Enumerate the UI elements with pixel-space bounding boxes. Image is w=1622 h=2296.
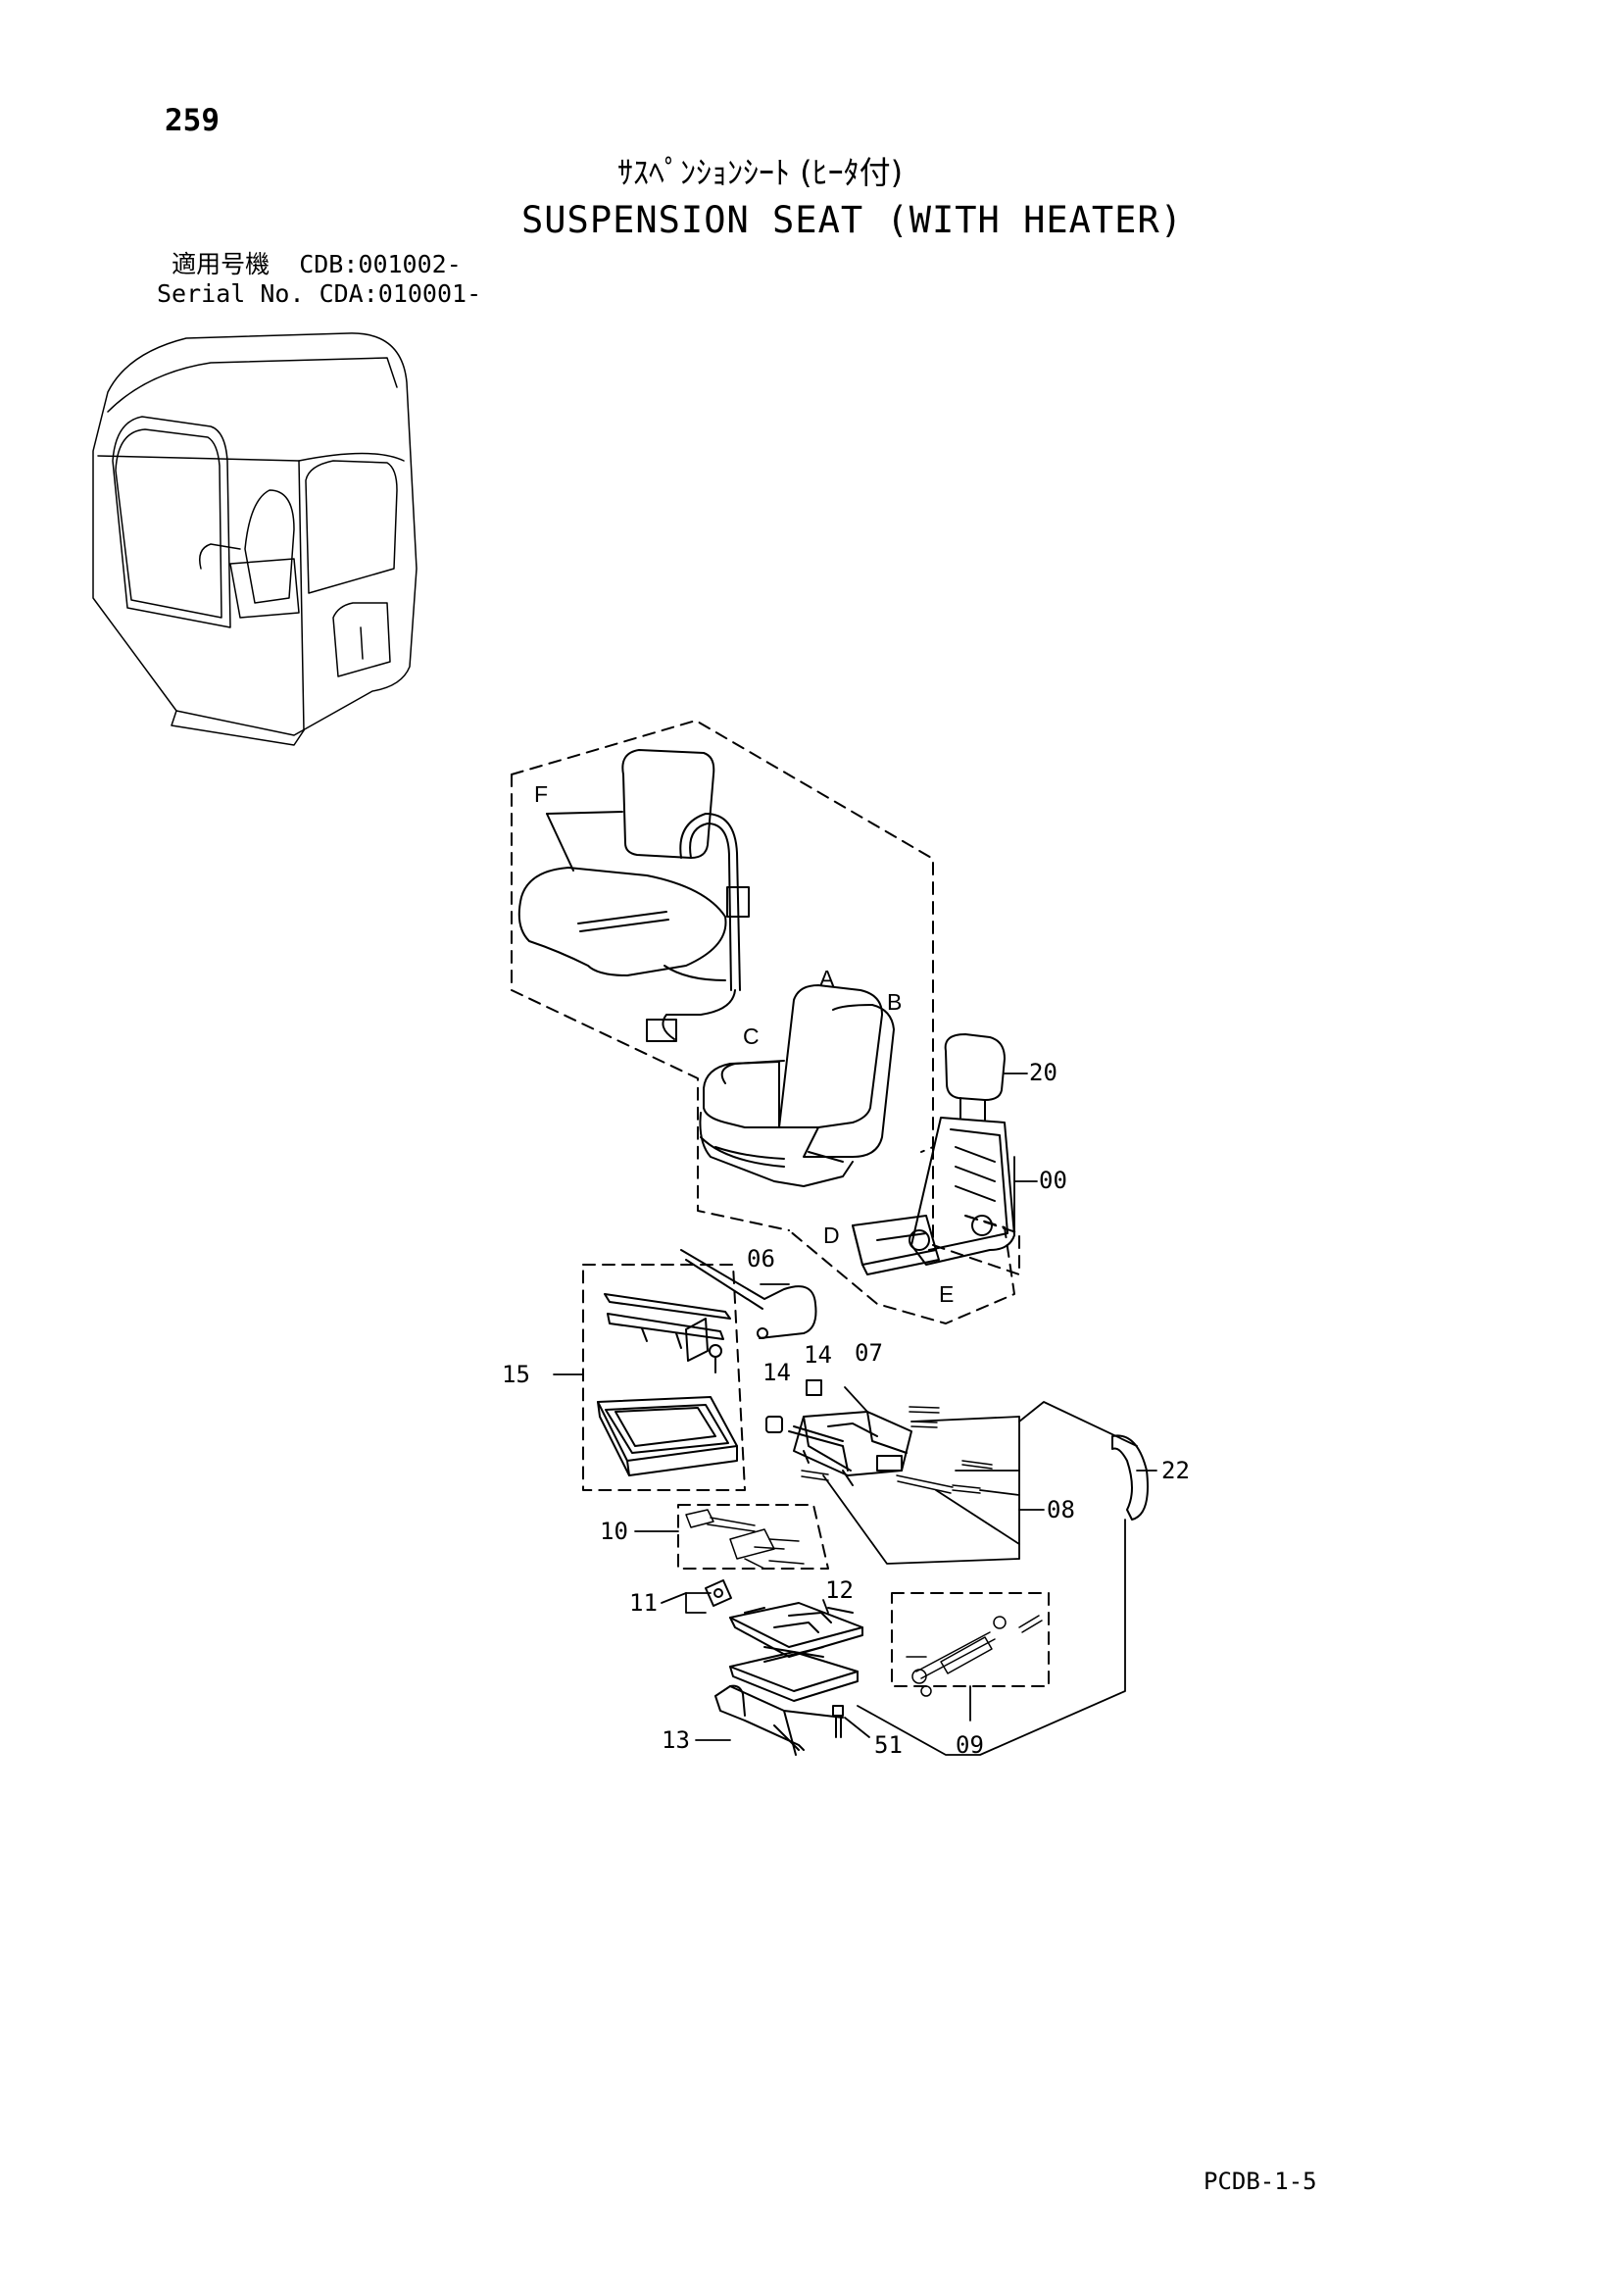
callout-F: F [534, 781, 548, 807]
callout-22: 22 [1161, 1457, 1190, 1484]
lever-13 [714, 1684, 844, 1756]
serial-value: CDA:010001- [319, 279, 482, 308]
callout-00: 00 [1039, 1167, 1067, 1194]
cab-illustration [92, 332, 418, 746]
callout-20: 20 [1029, 1059, 1057, 1086]
part-11 [705, 1579, 732, 1607]
callout-13: 13 [662, 1726, 690, 1754]
callout-12: 12 [825, 1576, 854, 1604]
callout-D: D [823, 1223, 840, 1248]
applicable-model-label: 適用号機 [172, 250, 270, 278]
seat-cushion-set [699, 984, 895, 1187]
applicable-model-value: CDB:001002- [299, 250, 462, 278]
serial-label: Serial No. [157, 279, 305, 308]
callout-14-lower: 14 [762, 1359, 791, 1386]
title-english: SUSPENSION SEAT (WITH HEATER) [521, 199, 1184, 241]
shock-absorber [906, 1615, 1043, 1697]
bolt-51 [832, 1705, 844, 1738]
leader-lines [553, 1073, 1157, 1756]
serial-info: 適用号機 CDB:001002- Serial No. CDA:010001- [157, 250, 481, 309]
seat-frame [852, 1117, 1015, 1275]
seat-heater [517, 749, 750, 1042]
scissor-base [729, 1602, 863, 1702]
callout-06: 06 [747, 1245, 775, 1273]
bracket-22 [1111, 1434, 1149, 1521]
callout-B: B [887, 989, 902, 1015]
page-code: PCDB-1-5 [1204, 2168, 1317, 2195]
callout-07: 07 [855, 1339, 883, 1367]
applicable-model-row: 適用号機 CDB:001002- [157, 250, 481, 279]
slide-rail-set [597, 1293, 738, 1476]
page-number: 259 [165, 103, 220, 138]
part-14-upper [806, 1379, 822, 1396]
serial-row: Serial No. CDA:010001- [157, 279, 481, 309]
callout-08: 08 [1047, 1496, 1075, 1523]
callout-A: A [819, 966, 835, 991]
headrest [944, 1033, 1006, 1121]
callout-51: 51 [874, 1731, 903, 1759]
callout-11: 11 [629, 1589, 658, 1617]
callout-15: 15 [502, 1361, 530, 1388]
callout-09: 09 [956, 1731, 984, 1759]
callout-14-upper: 14 [804, 1341, 832, 1369]
parts-10 [685, 1509, 805, 1570]
dashed-groups [511, 720, 1050, 1687]
cable [680, 1249, 817, 1339]
callout-E: E [939, 1281, 954, 1307]
title-japanese: ｻｽﾍﾟﾝｼｮﾝｼｰﾄ (ﾋｰﾀ付) [617, 154, 904, 191]
callout-10: 10 [600, 1518, 628, 1545]
callout-C: C [743, 1023, 760, 1049]
part-14-lower [765, 1416, 783, 1433]
suspension-mechanism [788, 1411, 912, 1486]
